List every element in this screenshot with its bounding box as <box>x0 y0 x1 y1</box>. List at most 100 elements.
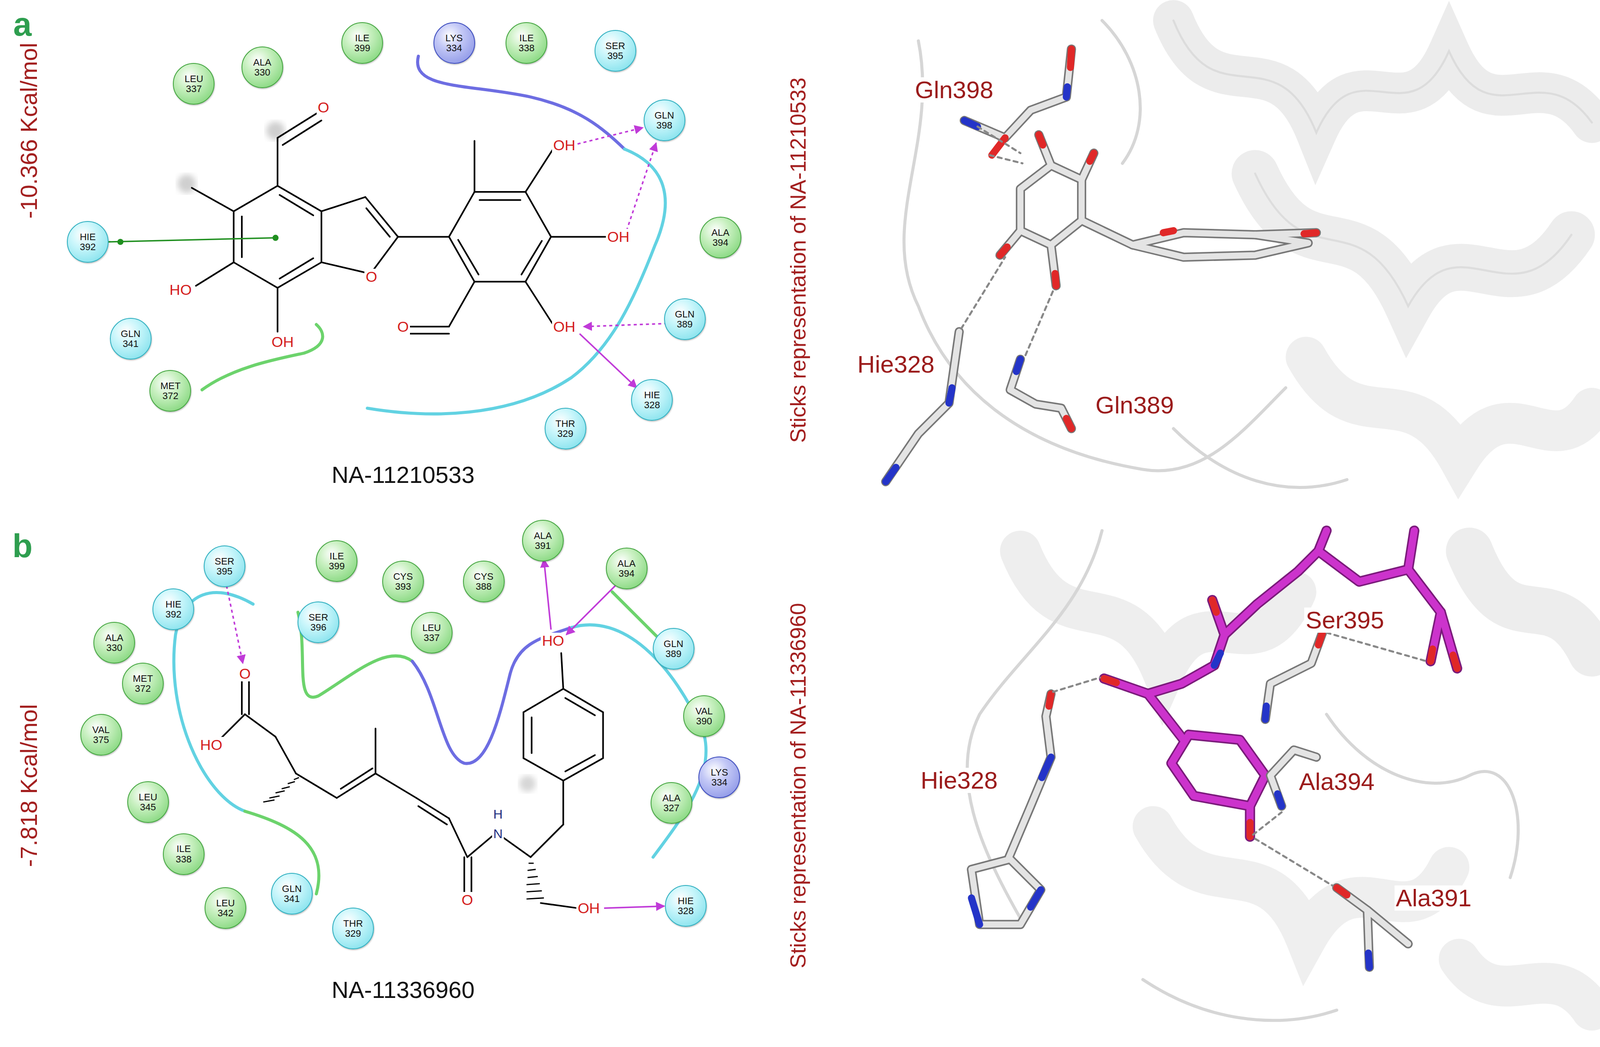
residue-circle: MET 372 <box>149 370 192 412</box>
residue-label: Gln398 <box>913 77 995 103</box>
residue-circle: ILE 399 <box>315 540 358 582</box>
atom-label: OH <box>605 228 631 245</box>
residue-label: Ala391 <box>1394 885 1473 911</box>
atom-label: O <box>364 268 379 285</box>
residue-circle: GLN 398 <box>643 99 686 142</box>
residue-name: ILE 338 <box>171 843 197 864</box>
residue-name: ALA 391 <box>530 530 556 551</box>
residue-circle: VAL 390 <box>683 695 725 738</box>
atom-label: OH <box>552 137 577 153</box>
residue-name: ALA 394 <box>614 558 640 579</box>
residue-name: MET 372 <box>157 380 183 401</box>
residue-circle: THR 329 <box>544 407 587 450</box>
residue-label: Hie328 <box>919 767 999 794</box>
residue-name: HIE 392 <box>160 599 186 620</box>
residue-name: HIE 328 <box>673 895 699 916</box>
side-caption: Sticks representation of NA-11210533 <box>786 77 809 443</box>
residue-label: Hie328 <box>856 351 936 377</box>
atom-label: N <box>492 826 505 841</box>
residue-name: SER 396 <box>305 612 331 633</box>
residue-circle: SER 395 <box>594 29 637 72</box>
residue-circle: SER 396 <box>297 601 340 644</box>
residue-circle: LEU 337 <box>410 611 453 654</box>
residue-name: CYS 388 <box>471 571 497 592</box>
residue-circle: MET 372 <box>122 662 164 705</box>
residue-name: ILE 338 <box>513 33 539 53</box>
residue-circle: HIE 328 <box>631 379 673 421</box>
residue-circle: HIE 392 <box>152 588 195 631</box>
residue-name: GLN 341 <box>279 883 305 904</box>
residue-name: CYS 393 <box>390 571 416 592</box>
residue-circle: GLN 389 <box>664 298 706 341</box>
residue-name: GLN 389 <box>661 638 687 659</box>
residue-name: ALA 327 <box>658 793 685 814</box>
residue-circle: GLN 341 <box>271 872 313 915</box>
residue-name: THR 329 <box>340 918 366 939</box>
atom-label: OH <box>576 900 602 916</box>
residue-name: ILE 399 <box>323 551 350 572</box>
residue-name: ALA 330 <box>249 57 275 78</box>
residue-name: THR 329 <box>552 418 579 439</box>
docking-score: -10.366 Kcal/mol <box>16 42 41 219</box>
residue-circle: SER 395 <box>203 545 246 588</box>
residue-name: GLN 398 <box>651 110 678 131</box>
residue-name: MET 372 <box>130 673 156 694</box>
panel-letter: a <box>13 7 32 41</box>
residue-circle: THR 329 <box>332 907 374 950</box>
residue-circle: LEU 337 <box>172 62 215 105</box>
residue-circle: HIE 392 <box>66 221 109 263</box>
atom-label: O <box>460 892 475 908</box>
residue-name: SER 395 <box>602 40 629 61</box>
residue-name: ALA 394 <box>707 227 734 248</box>
residue-circle: ALA 391 <box>522 519 564 562</box>
residue-circle: LEU 342 <box>204 887 247 929</box>
residue-name: VAL 375 <box>88 724 114 745</box>
atom-label: H <box>492 807 505 822</box>
residue-name: LEU 342 <box>212 898 239 919</box>
residue-name: LEU 337 <box>419 622 445 643</box>
compound-name: NA-11336960 <box>331 978 475 1002</box>
atom-label: OH <box>270 333 295 350</box>
compound-name: NA-11210533 <box>331 462 475 487</box>
atom-label: O <box>238 665 252 682</box>
residue-name: HIE 328 <box>639 390 665 410</box>
residue-circle: LYS 334 <box>698 756 741 799</box>
residue-circle: ALA 330 <box>93 621 136 664</box>
residue-name: LYS 334 <box>441 33 467 53</box>
atom-label: O <box>316 99 331 116</box>
residue-name: ALA 330 <box>101 632 127 653</box>
residue-name: LEU 337 <box>181 73 207 94</box>
residue-name: GLN 341 <box>118 328 144 349</box>
residue-circle: GLN 341 <box>109 317 152 360</box>
residue-circle: HIE 328 <box>664 885 707 927</box>
residue-circle: ILE 338 <box>162 833 205 876</box>
panel-letter: b <box>12 529 33 563</box>
residue-circle: ILE 399 <box>341 22 384 64</box>
residue-name: HIE 392 <box>75 231 101 252</box>
atom-label: HO <box>168 281 193 298</box>
residue-name: ILE 399 <box>349 33 375 53</box>
residue-label: Ala394 <box>1297 769 1376 795</box>
residue-circle: ILE 338 <box>505 22 548 64</box>
docking-score: -7.818 Kcal/mol <box>16 704 41 868</box>
residue-name: GLN 389 <box>672 309 698 330</box>
atom-label: OH <box>552 318 577 335</box>
atom-label: HO <box>540 632 566 649</box>
residue-circle: CYS 388 <box>462 560 505 603</box>
residue-label: Ser395 <box>1304 607 1386 633</box>
atom-label: O <box>396 318 410 335</box>
residue-circle: ALA 327 <box>650 782 693 824</box>
side-caption: Sticks representation of NA-11336960 <box>786 602 809 969</box>
residue-name: SER 395 <box>211 556 238 577</box>
residue-circle: LEU 345 <box>127 781 169 824</box>
residue-circle: ALA 330 <box>241 46 284 89</box>
residue-name: VAL 390 <box>691 706 717 727</box>
residue-name: LEU 345 <box>135 792 161 813</box>
residue-label: Gln389 <box>1094 392 1176 418</box>
atom-label: HO <box>198 737 224 753</box>
residue-circle: LYS 334 <box>433 22 476 64</box>
residue-circle: ALA 394 <box>699 216 742 259</box>
residue-name: LYS 334 <box>706 767 732 788</box>
residue-circle: ALA 394 <box>605 547 648 590</box>
residue-circle: GLN 389 <box>652 628 695 670</box>
